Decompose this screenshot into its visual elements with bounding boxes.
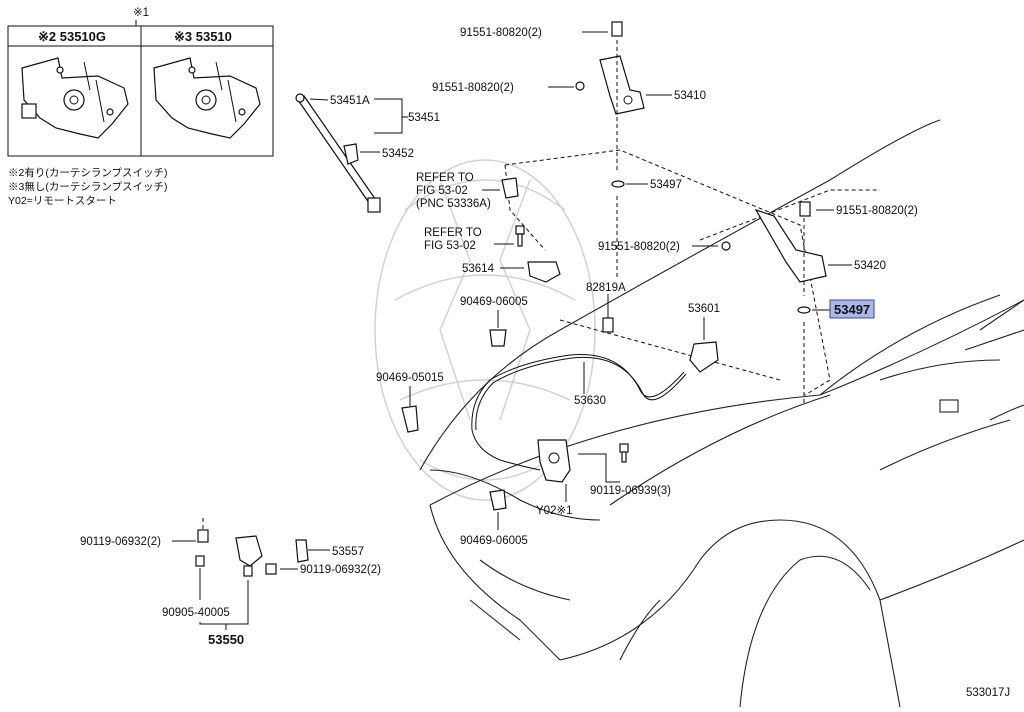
refer2-line1: REFER TO <box>424 227 482 239</box>
hood-hinge-rh <box>721 201 827 283</box>
label-90119-a: 90119-06932(2) <box>80 536 161 548</box>
label-91551-top1: 91551-80820(2) <box>460 27 542 39</box>
clip-90469-b <box>401 405 419 433</box>
refer-bolt <box>515 225 525 247</box>
inset-right-label: ※3 53510 <box>174 29 232 44</box>
refer1-line3: (PNC 53336A) <box>416 198 491 210</box>
label-90119-b: 90119-06932(2) <box>300 564 381 576</box>
part-53614 <box>527 261 561 283</box>
inset-left-label: ※2 53510G <box>38 29 106 44</box>
release-lever-53601 <box>689 341 719 373</box>
label-53550: 53550 <box>208 632 244 647</box>
clip-90469-c <box>489 489 507 511</box>
note-with-courtesy-switch: ※2有り(カーテシランプスイッチ) <box>8 166 168 179</box>
note-remote-start: Y02=リモートスタート <box>8 195 117 207</box>
car-outline <box>419 119 1024 708</box>
hood-lock-without-switch <box>153 57 261 139</box>
clamp-82819A <box>602 317 614 333</box>
note-without-courtesy-switch: ※3無し(カーテシランプスイッチ) <box>8 180 168 193</box>
hood-hinge-lh <box>575 21 645 115</box>
release-cable-53630 <box>471 353 685 471</box>
hood-lock-cluster <box>195 529 309 577</box>
clip-90469-a <box>489 329 507 347</box>
washer-53497-rh <box>797 306 811 314</box>
label-y02-note: Y02※1 <box>536 505 573 517</box>
label-82819A: 82819A <box>586 282 626 294</box>
label-53601: 53601 <box>688 303 720 315</box>
label-53410: 53410 <box>674 90 706 102</box>
label-90905: 90905-40005 <box>162 607 230 619</box>
label-53557: 53557 <box>332 546 364 558</box>
label-91551-top2: 91551-80820(2) <box>432 82 514 94</box>
label-53630: 53630 <box>574 395 606 407</box>
inset-header-note: ※1 <box>133 7 149 19</box>
refer1-line2: FIG 53-02 <box>416 185 468 197</box>
label-53420: 53420 <box>854 260 886 272</box>
label-53497-top: 53497 <box>650 179 682 191</box>
label-90469-c: 90469-06005 <box>460 535 528 547</box>
washer-53497-lh <box>611 180 625 188</box>
label-53614: 53614 <box>462 263 495 275</box>
refer2-line2: FIG 53-02 <box>424 240 476 252</box>
hood-lock-with-switch <box>21 57 129 139</box>
label-91551-right1: 91551-80820(2) <box>836 205 918 217</box>
hood-lock-assembly <box>537 439 629 483</box>
highlight-53497[interactable] <box>829 299 875 319</box>
label-90469-a: 90469-06005 <box>460 296 528 308</box>
figure-id: 533017J <box>966 687 1010 699</box>
refer1-line1: REFER TO <box>416 172 474 184</box>
hood-seal-clip <box>501 177 519 199</box>
label-90119-c: 90119-06939(3) <box>590 485 671 497</box>
label-53497-highlighted: 53497 <box>834 302 870 317</box>
label-53451: 53451 <box>408 112 440 124</box>
inset-box: ※1 ※2 53510G ※3 53510 <box>7 7 274 157</box>
label-90469-b: 90469-05015 <box>376 372 444 384</box>
label-91551-right2: 91551-80820(2) <box>598 241 680 253</box>
hood-support-rod <box>295 93 381 213</box>
label-53452: 53452 <box>382 148 414 160</box>
label-53451A: 53451A <box>330 95 370 107</box>
